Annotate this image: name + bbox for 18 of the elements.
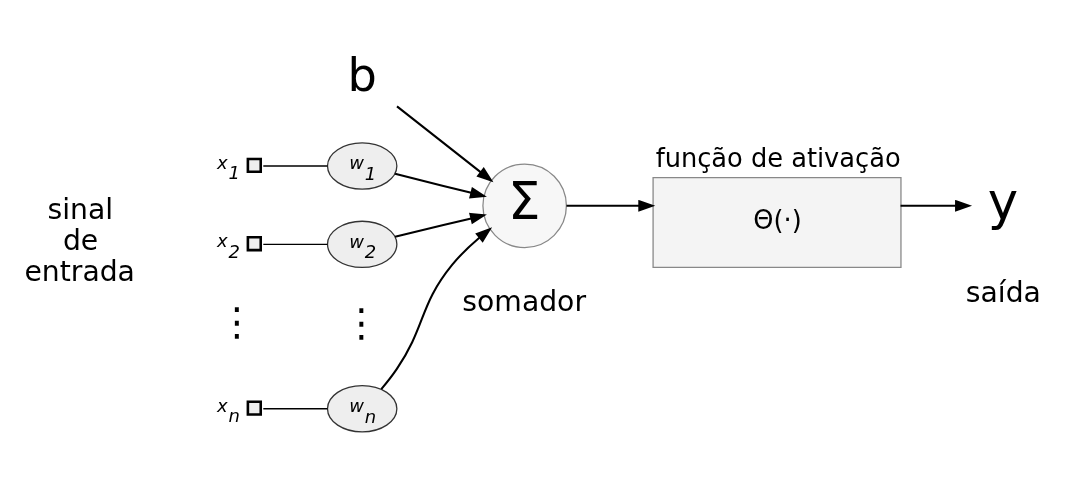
node-circle: Σ [482, 162, 568, 248]
node-text: y [987, 170, 1019, 231]
arrow [380, 226, 493, 390]
node-label: saída [965, 275, 1041, 309]
connector [262, 243, 329, 245]
node-label: somador [462, 284, 587, 318]
connector [262, 407, 329, 409]
label: ⋮ [342, 299, 381, 345]
arrow [394, 212, 487, 238]
arrow [566, 199, 656, 212]
arrow [900, 199, 973, 212]
label: ⋮ [217, 298, 257, 344]
arrow [396, 105, 494, 182]
arrow [394, 172, 487, 198]
connector [262, 164, 329, 167]
node-label: função de ativação [655, 142, 901, 173]
node-text: b [347, 47, 377, 102]
label: sinal de entrada [24, 192, 135, 288]
